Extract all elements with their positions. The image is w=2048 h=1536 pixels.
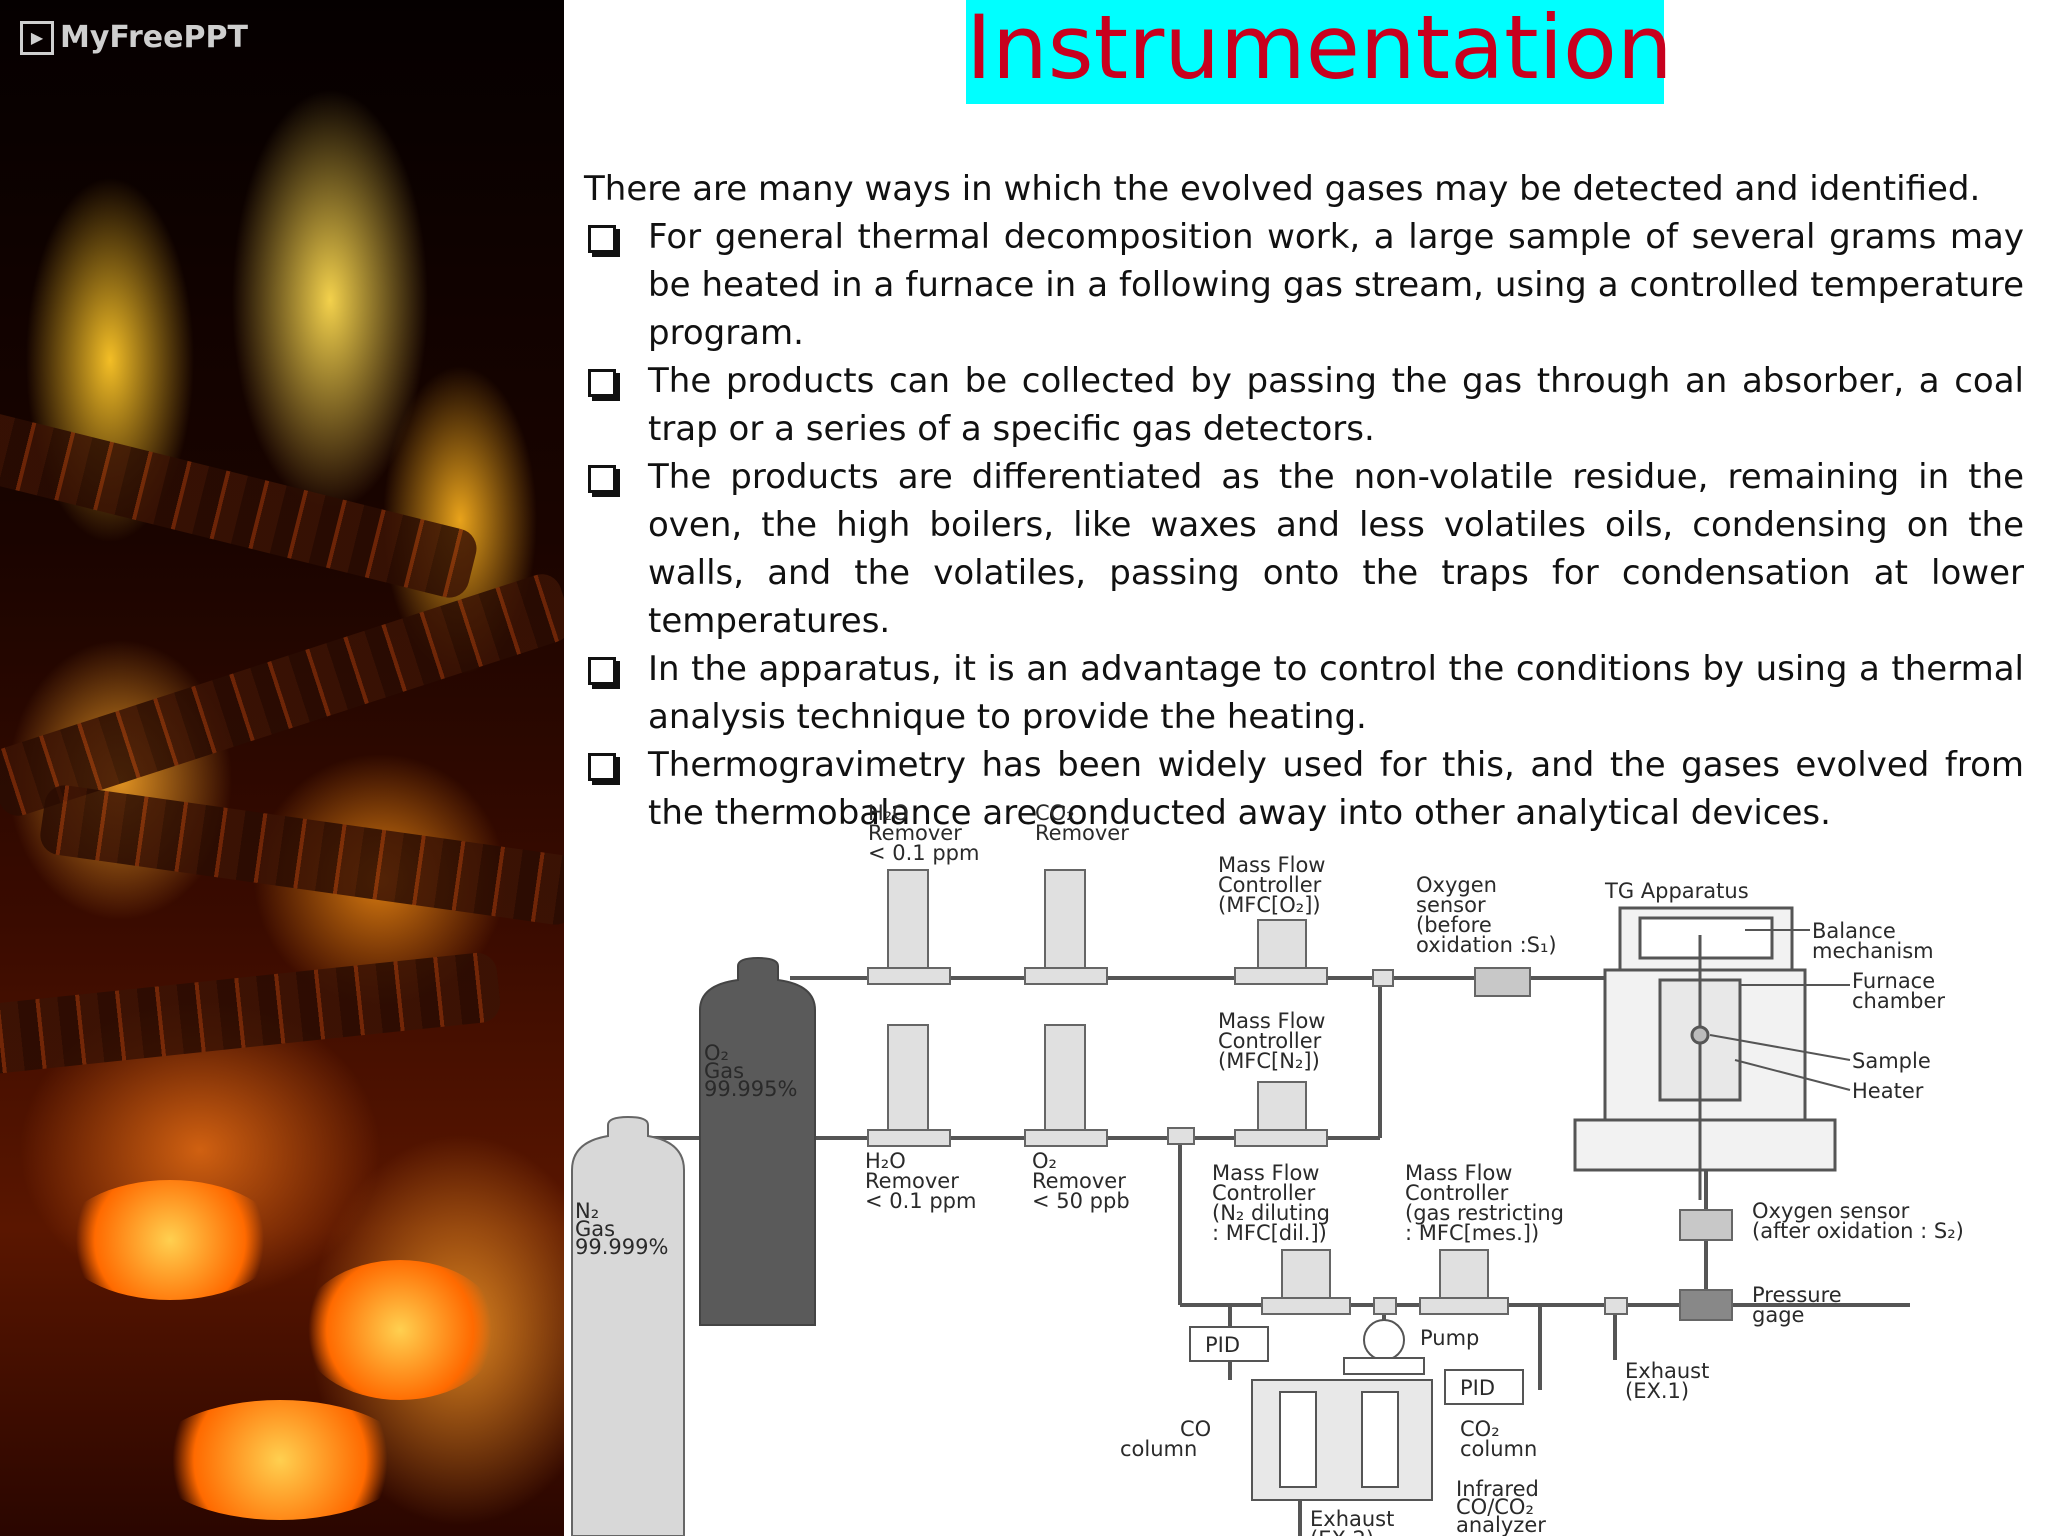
play-box-icon: ▶	[20, 20, 54, 55]
sample	[1690, 1025, 1710, 1045]
oxygen-sensor-s1	[1474, 967, 1531, 997]
heater-label: Heater	[1852, 1079, 1924, 1103]
mfc-dil	[1281, 1249, 1331, 1301]
pid-right-label: PID	[1460, 1376, 1495, 1400]
co-column-icon	[1279, 1391, 1317, 1488]
tg-apparatus-label: TG Apparatus	[1604, 879, 1749, 903]
burning-log	[0, 408, 481, 602]
oxygen-sensor-s2-label: Oxygen sensor(after oxidation : S₂)	[1752, 1199, 1964, 1243]
burning-log	[37, 782, 564, 928]
bullet-item: In the apparatus, it is an advantage to …	[584, 645, 2024, 741]
burning-log	[0, 950, 503, 1080]
myfreeppt-logo: ▶ MyFreePPT	[20, 20, 248, 55]
checkbox-bullet-icon	[588, 465, 616, 493]
exhaust1-label: Exhaust(EX.1)	[1625, 1359, 1709, 1403]
ember	[60, 1180, 280, 1300]
co2-remover	[1044, 869, 1086, 971]
slide-body: There are many ways in which the evolved…	[584, 165, 2024, 837]
n2-gas-cylinder	[571, 1115, 685, 1536]
bullet-item: Thermogravimetry has been widely used fo…	[584, 741, 2024, 837]
bullet-text: Thermogravimetry has been widely used fo…	[648, 745, 2024, 833]
logo-text: MyFreePPT	[60, 20, 248, 55]
slide-title: Instrumentation	[966, 0, 1673, 104]
bullet-text: For general thermal decomposition work, …	[648, 217, 2024, 353]
h2o-remover-top	[887, 869, 929, 971]
pid-box-left	[1189, 1326, 1269, 1362]
bullet-item: For general thermal decomposition work, …	[584, 213, 2024, 357]
bullet-list: For general thermal decomposition work, …	[584, 213, 2024, 837]
fire-photo: ▶ MyFreePPT	[0, 0, 564, 1536]
pid-left-label: PID	[1205, 1333, 1240, 1357]
burning-log	[0, 569, 564, 821]
mfc-n2	[1257, 1081, 1307, 1135]
h2o-remover-bottom	[887, 1024, 929, 1131]
checkbox-bullet-icon	[588, 369, 616, 397]
pump-icon	[1363, 1319, 1405, 1361]
co2-column-icon	[1361, 1391, 1399, 1488]
bullet-text: The products are differentiated as the n…	[648, 457, 2024, 641]
mfc-o2	[1257, 919, 1307, 973]
bullet-text: In the apparatus, it is an advantage to …	[648, 649, 2024, 737]
checkbox-bullet-icon	[588, 225, 616, 253]
oxygen-sensor-s2	[1679, 1209, 1733, 1241]
bullet-item: The products are differentiated as the n…	[584, 453, 2024, 645]
o2-remover	[1044, 1024, 1086, 1131]
checkbox-bullet-icon	[588, 657, 616, 685]
sample-label: Sample	[1852, 1049, 1931, 1073]
pressure-gage	[1679, 1289, 1733, 1321]
o2-gas-cylinder	[699, 956, 816, 1326]
pump-label: Pump	[1420, 1326, 1479, 1350]
exhaust2-label: Exhaust(EX.2)	[1310, 1507, 1394, 1536]
intro-text: There are many ways in which the evolved…	[584, 169, 1981, 209]
checkbox-bullet-icon	[588, 753, 616, 781]
bullet-item: The products can be collected by passing…	[584, 357, 2024, 453]
ember	[300, 1260, 500, 1400]
mfc-mes	[1439, 1249, 1489, 1301]
pid-box-right	[1444, 1369, 1524, 1405]
ember	[150, 1400, 410, 1520]
bullet-text: The products can be collected by passing…	[648, 361, 2024, 449]
